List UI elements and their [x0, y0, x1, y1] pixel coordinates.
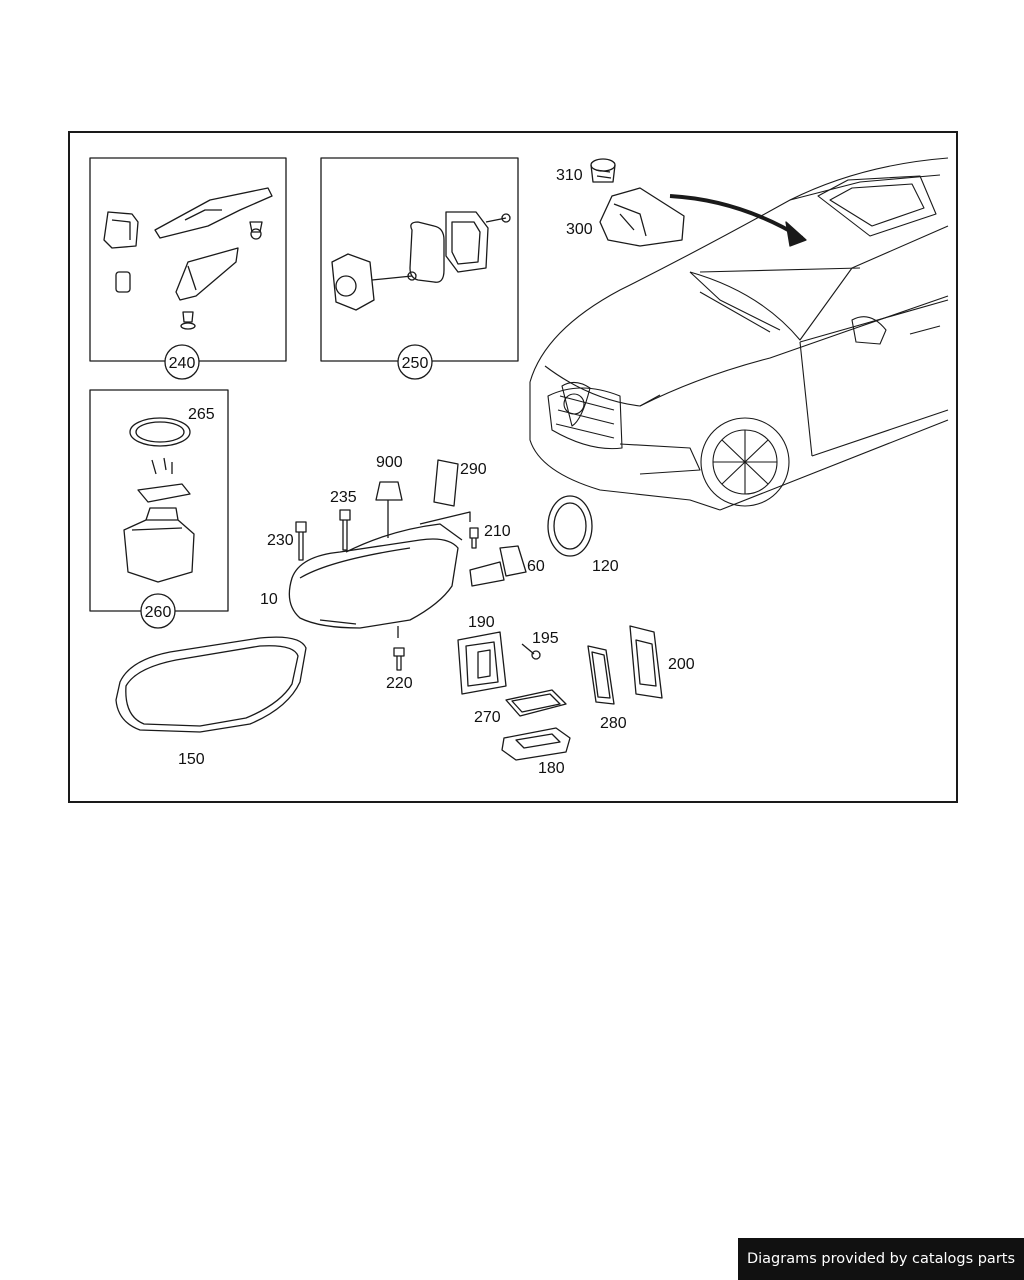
diagram-frame — [68, 131, 958, 803]
part-280-gasket — [587, 645, 615, 705]
callout-195: 195 — [532, 630, 559, 647]
callout-190: 190 — [468, 614, 495, 631]
part-230-bolt — [295, 521, 307, 561]
callout-200: 200 — [668, 656, 695, 673]
callout-220: 220 — [386, 675, 413, 692]
part-260-module-set — [123, 417, 195, 583]
callout-150: 150 — [178, 751, 205, 768]
part-195-screw — [521, 643, 541, 660]
vehicle-outline — [529, 157, 949, 511]
part-150-lens — [115, 636, 307, 733]
callout-290: 290 — [460, 461, 487, 478]
callout-250: 250 — [402, 355, 429, 372]
part-235-bolt — [339, 509, 351, 551]
part-250-adjuster-set — [331, 211, 511, 311]
arrow-head — [785, 221, 807, 247]
callout-240: 240 — [169, 355, 196, 372]
part-10-headlamp — [288, 500, 471, 638]
footer-credit: Diagrams provided by catalogs parts — [738, 1238, 1024, 1280]
callout-circle-260 — [140, 593, 176, 629]
callout-265: 265 — [188, 406, 215, 423]
callout-180: 180 — [538, 760, 565, 777]
callout-235: 235 — [330, 489, 357, 506]
callout-310: 310 — [556, 167, 583, 184]
callout-circle-240 — [164, 344, 200, 380]
part-120-cap-ring — [547, 495, 593, 557]
location-arrow — [669, 194, 804, 240]
part-270-gasket — [505, 689, 567, 717]
callout-260: 260 — [145, 604, 172, 621]
kit-box-250 — [320, 157, 519, 362]
callout-900: 900 — [376, 454, 403, 471]
callout-210: 210 — [484, 523, 511, 540]
part-60-bulb — [469, 545, 527, 587]
callout-10: 10 — [260, 591, 278, 608]
callout-60: 60 — [527, 558, 545, 575]
part-220-screw — [393, 647, 405, 671]
part-210-screw — [469, 527, 479, 549]
part-200-control-unit — [629, 625, 663, 699]
part-900-cap — [375, 481, 403, 501]
part-190-ballast — [457, 631, 507, 695]
part-310-sensor — [590, 158, 616, 183]
kit-box-240 — [89, 157, 287, 362]
part-290-gasket — [433, 459, 459, 507]
callout-270: 270 — [474, 709, 501, 726]
part-180-igniter — [501, 727, 571, 761]
callout-circle-250 — [397, 344, 433, 380]
part-300-cover — [599, 187, 685, 247]
callout-230: 230 — [267, 532, 294, 549]
callout-280: 280 — [600, 715, 627, 732]
callout-labels: 240 250 260 265 310 300 900 290 235 230 … — [145, 167, 695, 777]
callout-120: 120 — [592, 558, 619, 575]
part-240-bracket-set — [103, 187, 273, 330]
callout-300: 300 — [566, 221, 593, 238]
